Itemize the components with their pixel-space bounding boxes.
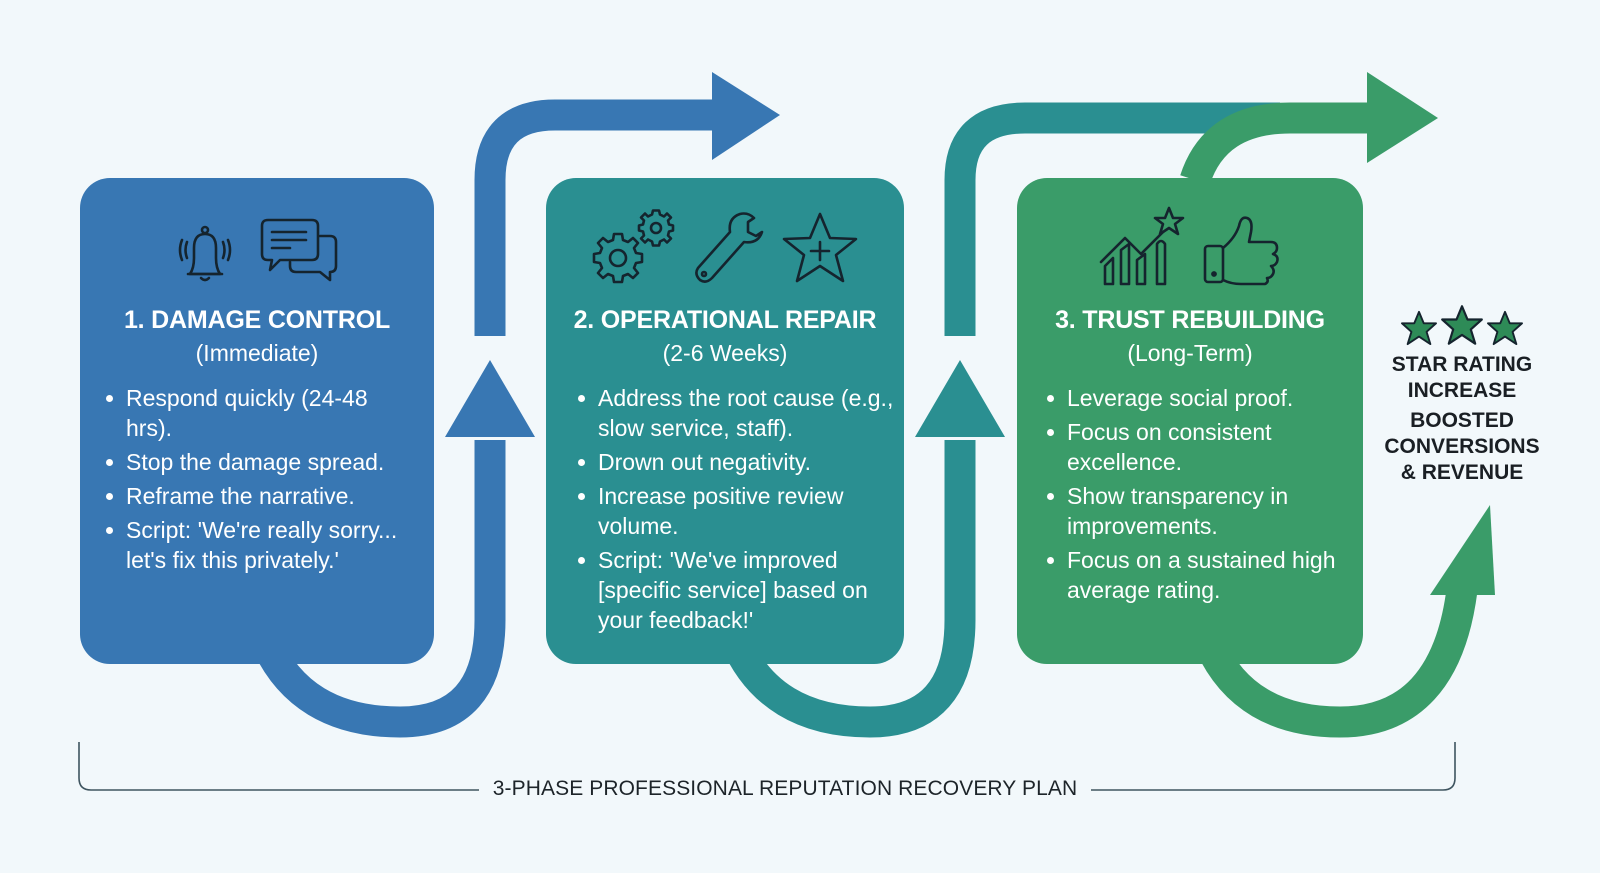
alert-bell-icon	[178, 225, 232, 282]
outcome-panel: STAR RATING INCREASE BOOSTED CONVERSIONS…	[1376, 305, 1548, 486]
bullet-item: Stop the damage spread.	[106, 447, 420, 477]
arrow-3-upper-path	[1180, 102, 1370, 186]
phase-card-trust-rebuilding: 3. TRUST REBUILDING (Long-Term) Leverage…	[1017, 178, 1363, 664]
bullet-item: Script: 'We've improved [specific servic…	[578, 545, 894, 635]
bullet-item: Address the root cause (e.g., slow servi…	[578, 385, 894, 441]
outcome-star-rating-label: STAR RATING INCREASE	[1391, 353, 1533, 402]
phase-3-title: 3. TRUST REBUILDING	[1055, 306, 1325, 334]
phase-1-title: 1. DAMAGE CONTROL	[123, 306, 391, 334]
bullet-item: Reframe the narrative.	[106, 481, 420, 511]
arrow-1-upper-head	[712, 72, 780, 160]
gears-icon	[592, 209, 675, 284]
arrow-2-upper-path	[944, 102, 1280, 336]
bullet-item: Show transparency in improvements.	[1047, 481, 1349, 541]
growth-chart-star-icon	[1099, 206, 1185, 286]
bullet-item: Leverage social proof.	[1047, 383, 1349, 413]
phase-1-subtitle: (Immediate)	[195, 340, 319, 366]
star-rating	[1376, 305, 1548, 346]
phase-card-damage-control: 1. DAMAGE CONTROL (Immediate) Respond qu…	[80, 178, 434, 664]
arrow-1-lower-loop	[250, 440, 506, 738]
phase-2-subtitle: (2-6 Weeks)	[662, 340, 788, 366]
footer-caption: 3-PHASE PROFESSIONAL REPUTATION RECOVERY…	[0, 777, 1570, 801]
phase-card-operational-repair: 2. OPERATIONAL REPAIR (2-6 Weeks) Addres…	[546, 178, 904, 664]
arrow-3-upper-head	[1367, 72, 1438, 163]
star-plus-icon	[782, 212, 858, 283]
thumbs-up-icon	[1203, 216, 1279, 286]
arrow-2-lower-loop	[720, 440, 976, 738]
arrow-1-upper-path	[474, 99, 715, 336]
bullet-item: Increase positive review volume.	[578, 481, 894, 541]
arrow-2-lower-head	[915, 360, 1005, 437]
arrow-1-lower-head	[445, 360, 535, 437]
star-icon	[1400, 310, 1437, 346]
wrench-icon	[695, 212, 764, 283]
phase-3-subtitle: (Long-Term)	[1127, 340, 1253, 366]
phase-3-bullets: Leverage social proof. Focus on consiste…	[1047, 383, 1349, 609]
bullet-item: Focus on a sustained high average rating…	[1047, 545, 1349, 605]
phase-2-bullets: Address the root cause (e.g., slow servi…	[578, 383, 894, 639]
arrow-3-lower-head	[1430, 505, 1495, 595]
bullet-item: Drown out negativity.	[578, 447, 894, 477]
phase-1-icons	[80, 208, 434, 288]
arrow-3-lower-loop	[1195, 587, 1478, 738]
bullet-item: Focus on consistent excellence.	[1047, 417, 1349, 477]
arrow-phase3-to-outcome	[1180, 72, 1495, 738]
arrow-phase1-to-phase2	[250, 72, 780, 738]
footer-title: 3-PHASE PROFESSIONAL REPUTATION RECOVERY…	[478, 777, 1092, 800]
phase-2-title: 2. OPERATIONAL REPAIR	[573, 306, 877, 334]
star-icon	[1441, 305, 1483, 345]
phase-3-icons	[1017, 206, 1363, 288]
star-icon	[1486, 310, 1523, 346]
bullet-item: Script: 'We're really sorry... let's fix…	[106, 515, 420, 575]
arrow-phase2-to-phase3	[720, 102, 1280, 738]
phase-1-bullets: Respond quickly (24-48 hrs). Stop the da…	[106, 383, 420, 579]
bullet-item: Respond quickly (24-48 hrs).	[106, 383, 420, 443]
phase-2-icons	[546, 208, 904, 288]
outcome-revenue-label: BOOSTED CONVERSIONS & REVENUE	[1384, 409, 1540, 484]
chat-bubbles-icon	[260, 218, 338, 282]
